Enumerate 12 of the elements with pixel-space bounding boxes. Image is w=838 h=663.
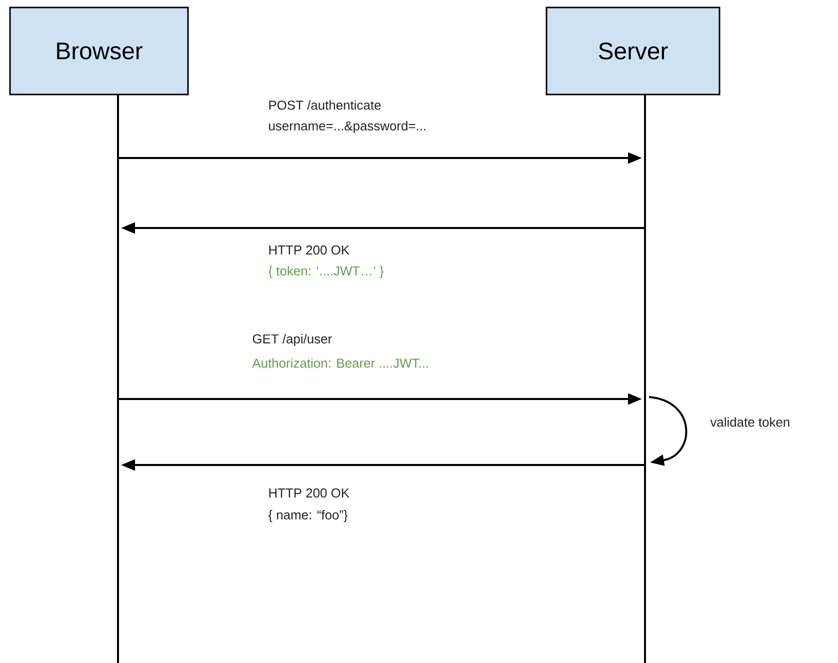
self-arrow xyxy=(648,396,688,466)
participant-box: Server xyxy=(546,6,720,96)
payload-label: { token: ‘....JWT…’ } xyxy=(268,266,384,278)
payload-label: { name: “foo”} xyxy=(268,510,348,522)
payload-label: Authorization: Bearer ....JWT... xyxy=(252,358,428,368)
message-label: HTTP 200 OK xyxy=(269,488,350,498)
message-label: GET /api/user xyxy=(252,334,332,346)
message-label: POST /authenticate xyxy=(269,100,381,110)
payload-label: username=...&password=... xyxy=(269,120,426,134)
message-label: HTTP 200 OK xyxy=(269,245,350,255)
message-label: validate token xyxy=(710,417,790,427)
participant-box: Browser xyxy=(9,6,189,96)
